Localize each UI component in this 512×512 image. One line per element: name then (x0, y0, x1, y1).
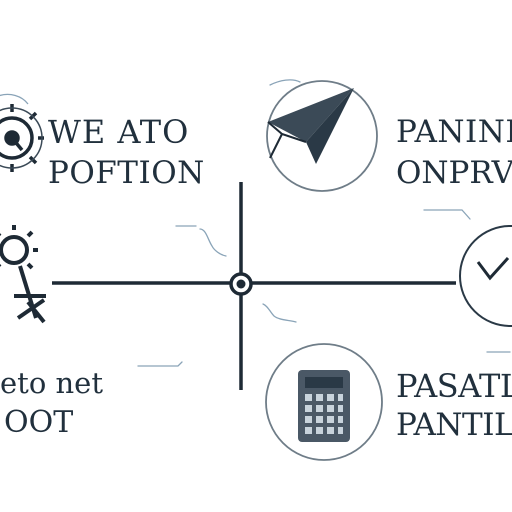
squiggle-center (262, 303, 297, 323)
clock-circle (459, 225, 512, 327)
paper-plane-upper-wing (268, 88, 354, 142)
squiggle-top-left (175, 225, 227, 257)
paper-plane-icon (266, 80, 378, 192)
connector-strokes (137, 79, 511, 367)
female-symbol-gear-ring (0, 235, 29, 265)
gear-icon-swoosh (0, 93, 29, 105)
female-symbol-cross-2 (16, 298, 46, 320)
paper-plane-lower-wing (306, 88, 354, 164)
central-axes (52, 182, 456, 390)
top-left-subtitle: POFTION (48, 155, 205, 191)
female-symbol-leg (26, 300, 46, 324)
female-symbol-icon (0, 225, 46, 324)
bottom-left-subtitle: OOT (4, 405, 74, 440)
center-node-dot (236, 279, 246, 289)
top-right-title: PANINI (396, 114, 512, 150)
bottom-left-title: eto net (0, 366, 103, 400)
paper-plane-tail (269, 133, 283, 159)
clock-icon (459, 225, 512, 327)
gear-icon-outer-ring (0, 107, 43, 169)
calculator-keys (305, 394, 343, 434)
squiggle-plane (269, 79, 301, 86)
female-symbol-gear-teeth (0, 225, 38, 270)
squiggle-top-right (423, 209, 471, 220)
bottom-right-subtitle: PANTIL (396, 407, 512, 443)
calculator-icon (265, 343, 383, 461)
squiggle-bottom-left (137, 361, 183, 367)
bottom-right-title: PASATL (396, 367, 512, 405)
clock-hands (476, 256, 510, 281)
gear-icon (0, 93, 44, 172)
top-right-subtitle: ONPRVY (396, 155, 512, 191)
calculator-screen (305, 377, 343, 388)
top-left-title: WE ATO (48, 113, 190, 151)
gear-icon-spoke (10, 136, 24, 152)
gear-icon-ring (0, 116, 34, 160)
